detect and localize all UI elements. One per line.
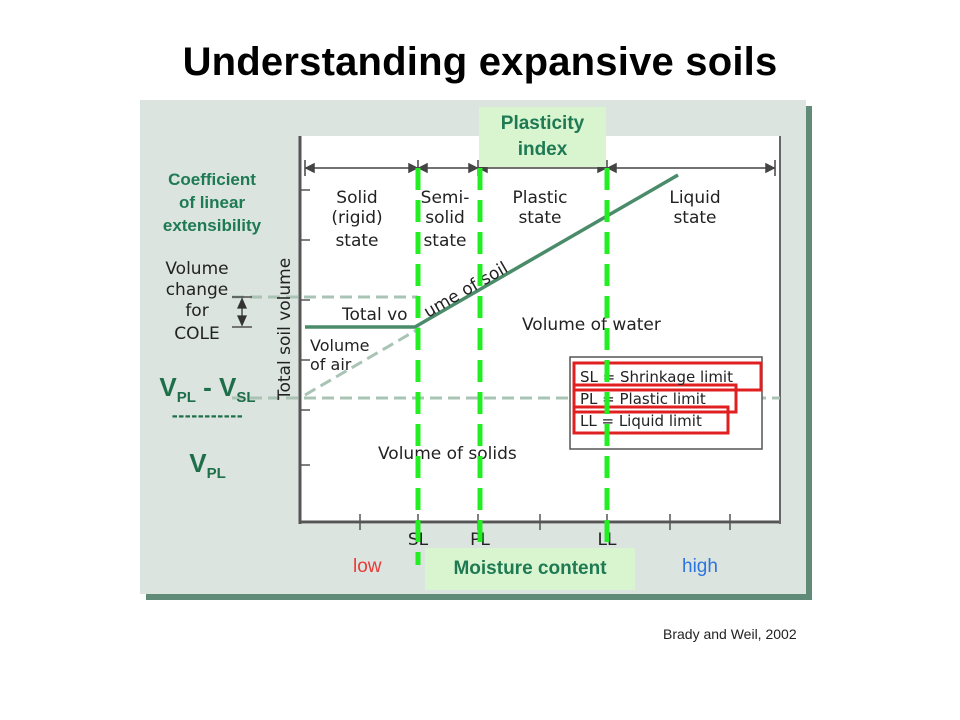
volume-change-label: change: [166, 280, 229, 300]
formula-subscript: PL: [176, 389, 196, 407]
limit-lines: [415, 168, 610, 565]
formula-symbol: V: [159, 372, 177, 402]
plasticity-index-label: index: [517, 139, 568, 160]
high-label: high: [682, 556, 718, 577]
formula-symbol: V: [219, 372, 237, 402]
source-credit: Brady and Weil, 2002: [663, 626, 797, 642]
state-label: state: [423, 231, 466, 251]
low-label: low: [353, 556, 382, 577]
plasticity-index-box: Plasticity index: [479, 107, 606, 167]
cole-title-line: of linear: [178, 193, 246, 212]
total-volume-curve: [305, 173, 679, 329]
moisture-content-box: Moisture content: [425, 548, 635, 590]
volume-change-label: Volume: [165, 259, 228, 279]
page-title: Understanding expansive soils: [182, 40, 778, 84]
volume-change-label: COLE: [174, 324, 219, 344]
legend-item: PL = Plastic limit: [580, 390, 706, 408]
volume-of-air-label: Volume: [310, 336, 370, 355]
cole-title-line: extensibility: [162, 216, 262, 235]
volume-of-solids-label: Volume of solids: [378, 444, 517, 464]
formula-numerator: VPL - VSL: [140, 372, 275, 406]
total-volume-label: Total vo: [341, 305, 408, 325]
cole-title-line: Coefficient: [168, 170, 256, 189]
legend-item: SL = Shrinkage limit: [580, 368, 733, 386]
plot-area: [300, 136, 780, 524]
formula-subscript: SL: [236, 389, 256, 407]
formula-subscript: PL: [206, 465, 226, 483]
legend-box-shrinkage: [572, 361, 763, 392]
legend-box-liquid: [572, 405, 730, 435]
volume-of-air-label: of air: [310, 355, 352, 374]
y-ticks: [300, 189, 310, 466]
state-label: state: [335, 231, 378, 251]
state-label: (rigid): [331, 208, 382, 228]
formula-fraction-bar: -----------: [171, 405, 244, 425]
state-label: state: [673, 208, 716, 228]
limits-legend: SL = Shrinkage limit PL = Plastic limit …: [569, 356, 763, 450]
formula-denominator: VPL: [140, 448, 275, 482]
volume-of-water-label: Volume of water: [522, 315, 661, 335]
volume-change-arrow: [232, 296, 252, 328]
cole-title: Coefficient of linear extensibility: [142, 168, 282, 237]
state-label: Plastic: [513, 188, 568, 208]
formula-symbol: V: [189, 448, 207, 478]
state-label: Liquid: [669, 188, 720, 208]
y-axis-label: Total soil volume: [275, 258, 295, 401]
state-label: Semi-: [421, 188, 470, 208]
volume-change-label: for: [185, 301, 208, 321]
formula-operator: -: [195, 372, 220, 402]
state-label: Solid: [336, 188, 377, 208]
state-label: solid: [425, 208, 465, 228]
state-label: state: [518, 208, 561, 228]
air-volume-guide: [304, 326, 421, 397]
legend-box-plastic: [572, 383, 738, 414]
legend-item: LL = Liquid limit: [580, 412, 702, 430]
plasticity-index-label: Plasticity: [500, 113, 585, 134]
